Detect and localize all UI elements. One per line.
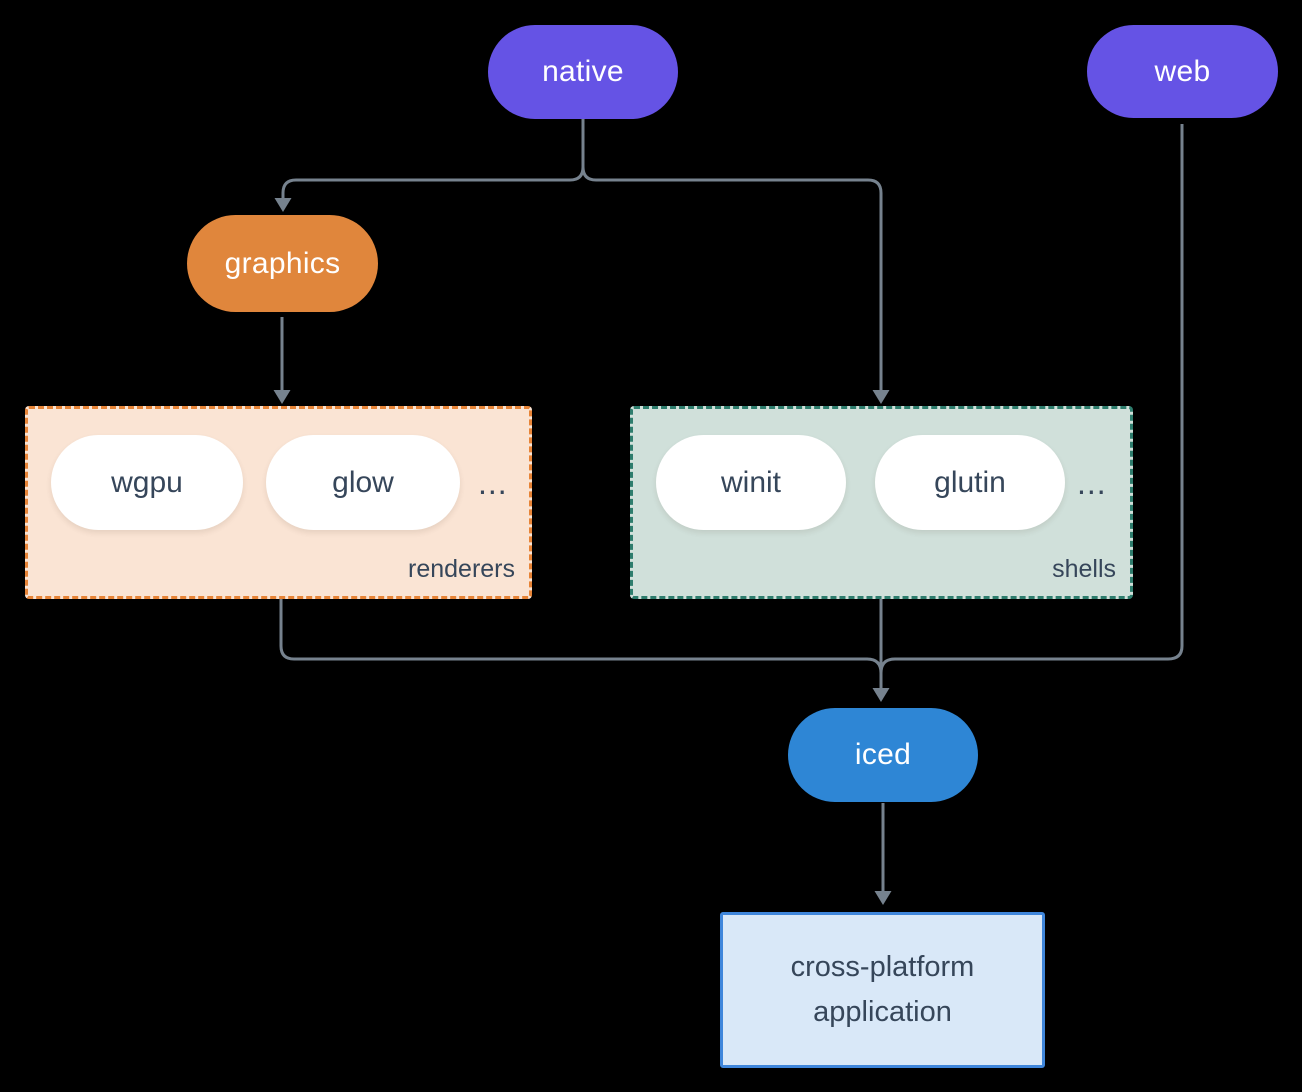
arrowhead-into-renderers (273, 390, 291, 404)
application-label-line2: application (813, 996, 952, 1028)
node-glow-label: glow (332, 465, 394, 499)
node-web: web (1087, 25, 1278, 118)
renderers-group-label: renderers (408, 555, 515, 583)
node-glutin: glutin (875, 435, 1065, 530)
node-wgpu: wgpu (51, 435, 243, 530)
arrowhead-into-shells (872, 390, 890, 404)
application-label-line1: cross-platform (790, 951, 975, 984)
node-native: native (488, 25, 678, 119)
node-glutin-label: glutin (934, 465, 1006, 499)
arrowhead-into-iced (872, 688, 890, 702)
node-graphics-label: graphics (224, 246, 341, 280)
renderers-ellipsis: ... (478, 465, 508, 501)
node-cross-platform-application: cross-platform application (720, 912, 1045, 1068)
arrowhead-into-graphics (274, 198, 292, 212)
node-native-label: native (542, 55, 624, 88)
arrowhead-into-application (874, 891, 892, 905)
node-glow: glow (266, 435, 460, 530)
node-iced: iced (788, 708, 978, 802)
group-renderers: wgpu glow ... renderers (25, 406, 532, 599)
node-iced-label: iced (854, 738, 912, 771)
node-web-label: web (1154, 54, 1211, 88)
edge-renderers-to-merge (279, 599, 883, 674)
edge-native-to-shells (581, 119, 883, 391)
node-wgpu-label: wgpu (111, 465, 183, 499)
node-winit-label: winit (720, 465, 781, 499)
edge-native-to-graphics (281, 119, 585, 199)
shells-ellipsis: ... (1077, 465, 1107, 501)
node-graphics: graphics (187, 215, 378, 312)
shells-group-label: shells (1052, 555, 1116, 583)
group-shells: winit glutin ... shells (630, 406, 1133, 599)
node-winit: winit (656, 435, 846, 530)
